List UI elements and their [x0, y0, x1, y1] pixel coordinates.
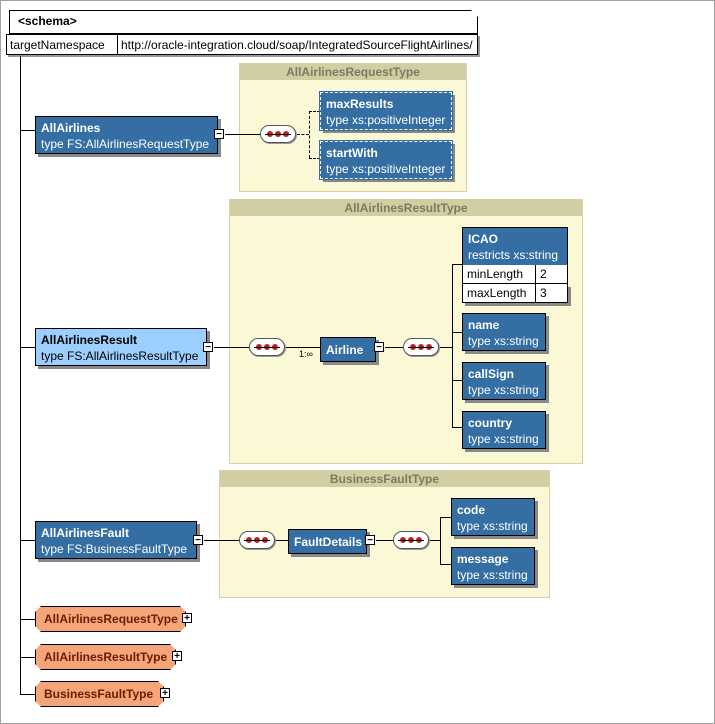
element-restricts: restricts xs:string [468, 248, 559, 262]
element-type: type FS:AllAirlinesRequestType [41, 137, 210, 151]
message-element[interactable]: message type xs:string [451, 547, 535, 585]
connector [20, 347, 36, 348]
target-namespace-label: targetNamespace [7, 35, 118, 54]
complex-type-business-fault-type[interactable]: BusinessFaultType [35, 681, 164, 707]
element-type: type FS:AllAirlinesResultType [41, 349, 199, 363]
sequence-icon[interactable] [249, 338, 285, 356]
facet-key: minLength [463, 265, 536, 283]
element-type: type xs:positiveInteger [326, 162, 446, 176]
sequence-icon[interactable] [260, 125, 296, 143]
element-name: AllAirlinesResult [41, 333, 138, 347]
connector [440, 517, 451, 518]
collapse-icon[interactable]: − [374, 342, 384, 353]
element-type: type xs:string [468, 383, 539, 397]
connector [309, 158, 320, 159]
element-type: type xs:string [468, 432, 539, 446]
connector [309, 111, 310, 158]
element-type: type FS:BusinessFaultType [41, 542, 188, 556]
group-title: AllAirlinesRequestType [240, 64, 466, 80]
connector [20, 657, 36, 658]
element-type: type xs:positiveInteger [326, 113, 446, 127]
element-name: startWith [326, 146, 378, 160]
call-sign-element[interactable]: callSign type xs:string [462, 362, 546, 400]
connector [297, 134, 309, 135]
expand-icon[interactable]: + [172, 651, 182, 662]
element-name: ICAO [468, 232, 498, 246]
connector [276, 540, 288, 541]
element-name: maxResults [326, 97, 394, 111]
target-namespace-row: targetNamespace http://oracle-integratio… [6, 34, 478, 55]
connector [20, 694, 36, 695]
connector [452, 427, 462, 428]
start-with-element[interactable]: startWith type xs:positiveInteger [319, 140, 453, 180]
airline-element[interactable]: Airline [320, 337, 376, 362]
facet-value: 2 [540, 267, 547, 281]
expand-icon[interactable]: + [182, 613, 192, 624]
max-results-element[interactable]: maxResults type xs:positiveInteger [319, 91, 453, 131]
element-name: Airline [326, 343, 364, 357]
facet-value: 3 [540, 286, 547, 300]
connector [440, 347, 452, 348]
complex-type-all-airlines-result-type[interactable]: AllAirlinesResultType [35, 644, 176, 670]
name-element[interactable]: name type xs:string [462, 313, 546, 351]
connector [452, 380, 462, 381]
element-name: FaultDetails [294, 535, 363, 549]
connector [440, 517, 441, 564]
element-name: AllAirlinesFault [41, 526, 130, 540]
collapse-icon[interactable]: − [214, 129, 224, 140]
all-airlines-fault-element[interactable]: AllAirlinesFault type FS:BusinessFaultTy… [35, 521, 197, 559]
all-airlines-element[interactable]: AllAirlines type FS:AllAirlinesRequestTy… [35, 116, 218, 154]
all-airlines-result-element[interactable]: AllAirlinesResult type FS:AllAirlinesRes… [35, 328, 207, 366]
sequence-icon[interactable] [239, 531, 275, 549]
element-type: type xs:string [468, 334, 539, 348]
schema-trunk-line [20, 56, 21, 694]
connector [430, 540, 440, 541]
connector [214, 347, 250, 348]
element-name: AllAirlines [41, 121, 101, 135]
complex-type-all-airlines-request-type[interactable]: AllAirlinesRequestType [35, 606, 186, 632]
connector [385, 347, 404, 348]
expand-icon[interactable]: + [160, 688, 170, 699]
multiplicity-label: 1:∞ [299, 349, 313, 359]
connector [376, 540, 394, 541]
sequence-icon[interactable] [403, 338, 439, 356]
sequence-icon[interactable] [393, 531, 429, 549]
element-name: country [468, 416, 513, 430]
collapse-icon[interactable]: − [193, 535, 203, 546]
element-type: type xs:string [457, 568, 528, 582]
collapse-icon[interactable]: − [365, 535, 375, 546]
country-element[interactable]: country type xs:string [462, 411, 546, 449]
fault-details-element[interactable]: FaultDetails [288, 529, 367, 554]
element-name: callSign [468, 367, 515, 381]
facet-row: minLength 2 [462, 265, 568, 284]
facet-key: maxLength [463, 284, 536, 302]
target-namespace-value: http://oracle-integration.cloud/soap/Int… [121, 38, 473, 52]
collapse-icon[interactable]: − [203, 342, 213, 353]
element-name: name [468, 318, 500, 332]
group-title: BusinessFaultType [220, 471, 549, 487]
connector [20, 619, 36, 620]
connector [20, 540, 36, 541]
connector [440, 564, 451, 565]
connector [286, 347, 320, 348]
connector [204, 540, 240, 541]
code-element[interactable]: code type xs:string [451, 498, 535, 536]
facet-row: maxLength 3 [462, 284, 568, 303]
connector [309, 111, 320, 112]
group-title: AllAirlinesResultType [230, 200, 582, 216]
icao-element[interactable]: ICAO restricts xs:string [462, 227, 568, 266]
element-name: code [457, 503, 486, 517]
element-type: type xs:string [457, 519, 528, 533]
connector [225, 134, 261, 135]
connector [20, 130, 36, 131]
element-name: message [457, 552, 509, 566]
schema-title[interactable]: <schema> [9, 10, 478, 34]
connector [452, 264, 462, 265]
connector [452, 332, 462, 333]
connector [452, 264, 453, 427]
